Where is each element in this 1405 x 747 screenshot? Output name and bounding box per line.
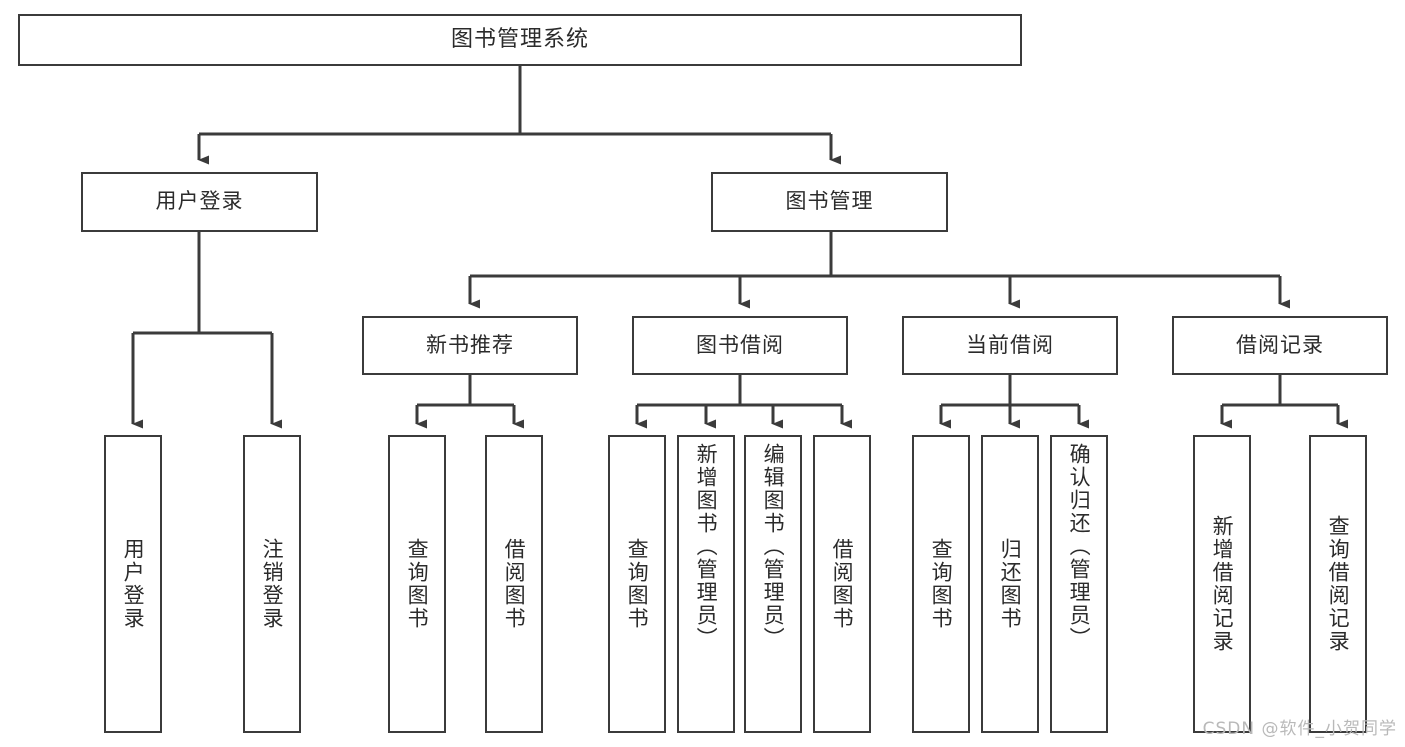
node-label: 查询图书 bbox=[929, 538, 954, 630]
node-current-borrow[interactable]: 当前借阅 bbox=[902, 316, 1118, 375]
node-label: 新增图书（管理员） bbox=[694, 443, 719, 650]
node-label: 用户登录 bbox=[121, 538, 146, 630]
leaf-user-login-login[interactable]: 用户登录 bbox=[104, 435, 162, 733]
leaf-book-borrow-add[interactable]: 新增图书（管理员） bbox=[677, 435, 735, 733]
leaf-book-borrow-borrow[interactable]: 借阅图书 bbox=[813, 435, 871, 733]
node-label: 查询借阅记录 bbox=[1326, 515, 1351, 653]
leaf-borrow-record-query[interactable]: 查询借阅记录 bbox=[1309, 435, 1367, 733]
leaf-current-borrow-return[interactable]: 归还图书 bbox=[981, 435, 1039, 733]
node-label: 当前借阅 bbox=[966, 332, 1054, 357]
node-new-book-recommend[interactable]: 新书推荐 bbox=[362, 316, 578, 375]
node-user-login[interactable]: 用户登录 bbox=[81, 172, 318, 232]
node-label: 编辑图书（管理员） bbox=[761, 443, 786, 650]
leaf-user-login-logout[interactable]: 注销登录 bbox=[243, 435, 301, 733]
node-label: 借阅图书 bbox=[830, 538, 855, 630]
node-book-borrow[interactable]: 图书借阅 bbox=[632, 316, 848, 375]
leaf-book-borrow-query[interactable]: 查询图书 bbox=[608, 435, 666, 733]
node-label: 借阅记录 bbox=[1236, 332, 1324, 357]
leaf-new-book-query[interactable]: 查询图书 bbox=[388, 435, 446, 733]
leaf-new-book-borrow[interactable]: 借阅图书 bbox=[485, 435, 543, 733]
node-book-management[interactable]: 图书管理 bbox=[711, 172, 948, 232]
csdn-watermark: CSDN @软件_小贺同学 bbox=[1202, 719, 1397, 739]
node-label: 图书管理 bbox=[785, 189, 874, 214]
node-label: 图书借阅 bbox=[696, 332, 784, 357]
node-root-system[interactable]: 图书管理系统 bbox=[18, 14, 1022, 66]
node-label: 新书推荐 bbox=[426, 332, 514, 357]
node-label: 归还图书 bbox=[998, 538, 1023, 630]
leaf-current-borrow-query[interactable]: 查询图书 bbox=[912, 435, 970, 733]
node-label: 用户登录 bbox=[155, 189, 244, 214]
node-label: 借阅图书 bbox=[502, 538, 527, 630]
node-label: 新增借阅记录 bbox=[1210, 515, 1235, 653]
node-label: 图书管理系统 bbox=[450, 26, 589, 52]
node-label: 确认归还（管理员） bbox=[1067, 443, 1092, 650]
node-label: 注销登录 bbox=[260, 538, 285, 630]
leaf-book-borrow-edit[interactable]: 编辑图书（管理员） bbox=[744, 435, 802, 733]
node-label: 查询图书 bbox=[405, 538, 430, 630]
node-label: 查询图书 bbox=[625, 538, 650, 630]
leaf-borrow-record-add[interactable]: 新增借阅记录 bbox=[1193, 435, 1251, 733]
leaf-current-borrow-confirm-return[interactable]: 确认归还（管理员） bbox=[1050, 435, 1108, 733]
node-borrow-record[interactable]: 借阅记录 bbox=[1172, 316, 1388, 375]
